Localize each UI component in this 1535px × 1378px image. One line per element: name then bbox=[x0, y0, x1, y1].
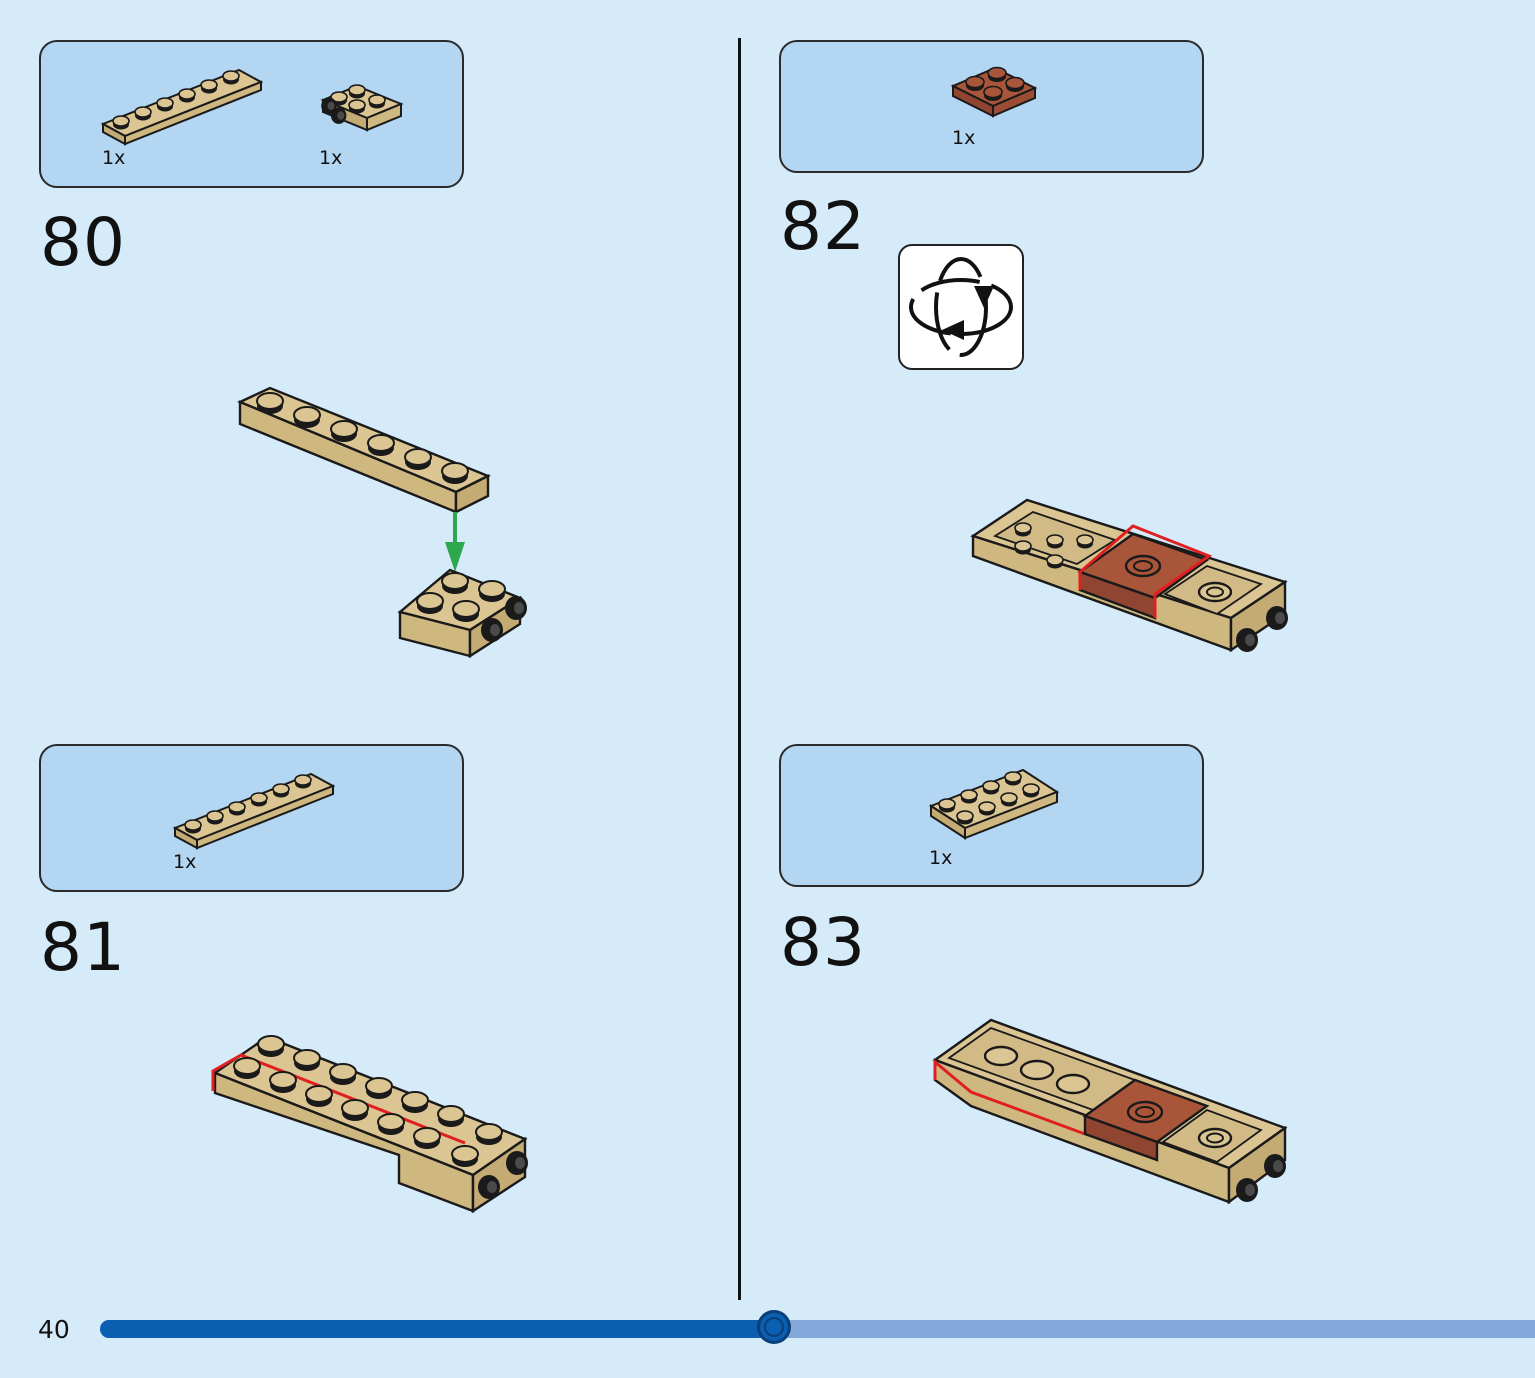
part-image-plate-1x6 bbox=[100, 68, 264, 146]
part-image-plate-2x4 bbox=[928, 768, 1060, 840]
parts-box-step-83: 1x bbox=[779, 744, 1204, 887]
part-image-plate-2x2-reddish-brown bbox=[950, 66, 1038, 118]
step-number: 81 bbox=[40, 909, 126, 986]
new-part-outline bbox=[211, 1053, 466, 1145]
step-number: 83 bbox=[780, 904, 866, 981]
step-82-illustration bbox=[970, 498, 1288, 653]
part-qty: 1x bbox=[173, 851, 197, 873]
part-qty: 1x bbox=[929, 847, 953, 869]
progress-marker bbox=[757, 1310, 791, 1344]
part-qty: 1x bbox=[319, 147, 343, 169]
step-81-illustration bbox=[211, 1035, 528, 1214]
rotate-model-callout bbox=[898, 244, 1024, 370]
column-divider bbox=[738, 38, 741, 1300]
new-part-outline bbox=[1078, 524, 1213, 618]
part-qty: 1x bbox=[102, 147, 126, 169]
parts-box-step-80: 1x 1x bbox=[39, 40, 464, 188]
step-number: 80 bbox=[40, 204, 126, 281]
progress-bar bbox=[100, 1310, 1535, 1344]
parts-box-step-82: 1x bbox=[779, 40, 1204, 173]
step-number: 82 bbox=[780, 188, 866, 265]
new-part-outline bbox=[933, 1058, 1086, 1136]
step-80-illustration bbox=[237, 386, 527, 659]
step-83-illustration bbox=[932, 1018, 1288, 1205]
part-qty: 1x bbox=[952, 127, 976, 149]
part-image-brick-2x2-side-studs bbox=[320, 84, 404, 132]
page-number: 40 bbox=[38, 1315, 70, 1344]
part-image-plate-1x6 bbox=[172, 772, 336, 850]
progress-bar-fill bbox=[100, 1320, 774, 1338]
parts-box-step-81: 1x bbox=[39, 744, 464, 892]
rotate-model-icon bbox=[909, 257, 1013, 357]
